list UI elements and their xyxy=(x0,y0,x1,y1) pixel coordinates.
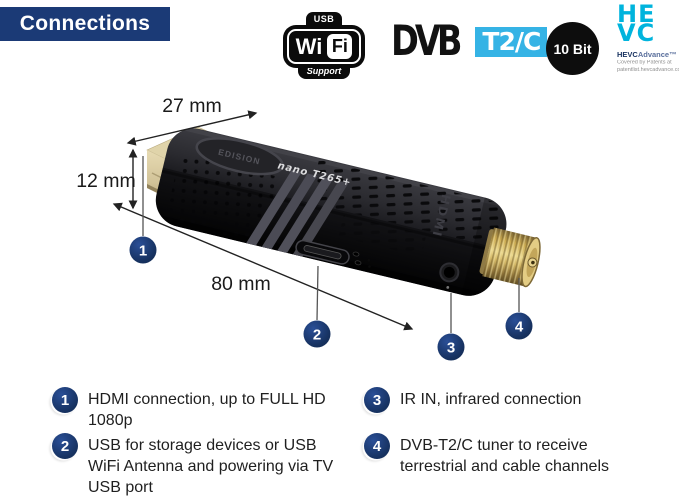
legend-text-1: HDMI connection, up to FULL HD 1080p xyxy=(88,391,326,430)
hevc-glyph-line1: HE xyxy=(617,0,656,28)
svg-text:2: 2 xyxy=(313,327,321,344)
hevc-patent-note: Covered by Patents at patentlist.hevcadv… xyxy=(617,60,679,74)
header-banner: Connections xyxy=(0,7,170,41)
page-title: Connections xyxy=(19,12,151,35)
hevc-advance-logo: HE VC HEVCAdvance™ Covered by Patents at… xyxy=(617,0,679,76)
legend-item-3: 3 IR IN, infrared connection xyxy=(364,387,640,431)
dimension-height-label: 12 mm xyxy=(76,170,136,192)
wifi-badge-frame xyxy=(287,29,361,64)
hevc-brand-line: HEVCAdvance™ xyxy=(617,50,679,59)
usb-wifi-badge: USB Wi Fi Support xyxy=(283,12,365,79)
callout-marker-1: 1 xyxy=(127,236,157,266)
ten-bit-badge: 10 Bit xyxy=(546,22,599,75)
legend-text-2: USB for storage devices or USB WiFi Ante… xyxy=(88,437,334,497)
wifi-fi-label: Fi xyxy=(327,34,353,59)
dimension-length-label: 80 mm xyxy=(211,273,271,295)
ir-jack xyxy=(439,262,460,289)
legend-number-3: 3 xyxy=(364,387,390,413)
rf-antenna-connector xyxy=(479,227,541,288)
usb-label: USB xyxy=(305,12,343,28)
legend-text-3: IR IN, infrared connection xyxy=(400,391,582,408)
svg-text:1: 1 xyxy=(139,243,147,260)
legend-item-4: 4 DVB-T2/C tuner to receive terrestrial … xyxy=(364,433,640,498)
dvb-logo-prefix: DVB xyxy=(391,16,463,65)
hevc-glyph-line2: VC xyxy=(617,19,656,48)
svg-text:4: 4 xyxy=(515,319,524,336)
legend-text-4: DVB-T2/C tuner to receive terrestrial an… xyxy=(400,437,610,476)
wifi-wi-label: Wi xyxy=(295,33,323,59)
legend-number-1: 1 xyxy=(52,387,78,413)
hevc-glyph-icon: HE VC xyxy=(617,0,679,48)
callout-marker-3: 3 xyxy=(435,333,465,363)
wifi-support-label: Support xyxy=(297,65,351,79)
dvb-t2c-logo: DVB T2/C xyxy=(391,16,548,65)
callout-marker-2: 2 xyxy=(301,320,331,350)
hevc-brand-name: HEVC xyxy=(617,50,638,60)
legend-item-2: 2 USB for storage devices or USB WiFi An… xyxy=(52,433,354,498)
callout-leader-lines xyxy=(142,156,520,333)
legend-item-1: 1 HDMI connection, up to FULL HD 1080p xyxy=(52,387,354,431)
legend-number-2: 2 xyxy=(52,433,78,460)
callout-marker-4: 4 xyxy=(503,312,533,342)
wifi-badge-body: Wi Fi xyxy=(283,25,365,68)
dimension-width-label: 27 mm xyxy=(162,95,222,117)
dimension-width: 27 mm xyxy=(126,95,258,146)
device-body: EDISION nano T265+ HDMI xyxy=(150,126,541,302)
dimension-height: 12 mm xyxy=(76,148,138,210)
svg-text:3: 3 xyxy=(447,340,455,357)
legend-number-4: 4 xyxy=(364,433,390,460)
dvb-logo-suffix: T2/C xyxy=(475,27,548,57)
hevc-brand-suffix: Advance™ xyxy=(637,50,677,60)
legend: 1 HDMI connection, up to FULL HD 1080p 3… xyxy=(52,387,640,499)
dimension-length: 80 mm xyxy=(112,202,414,331)
